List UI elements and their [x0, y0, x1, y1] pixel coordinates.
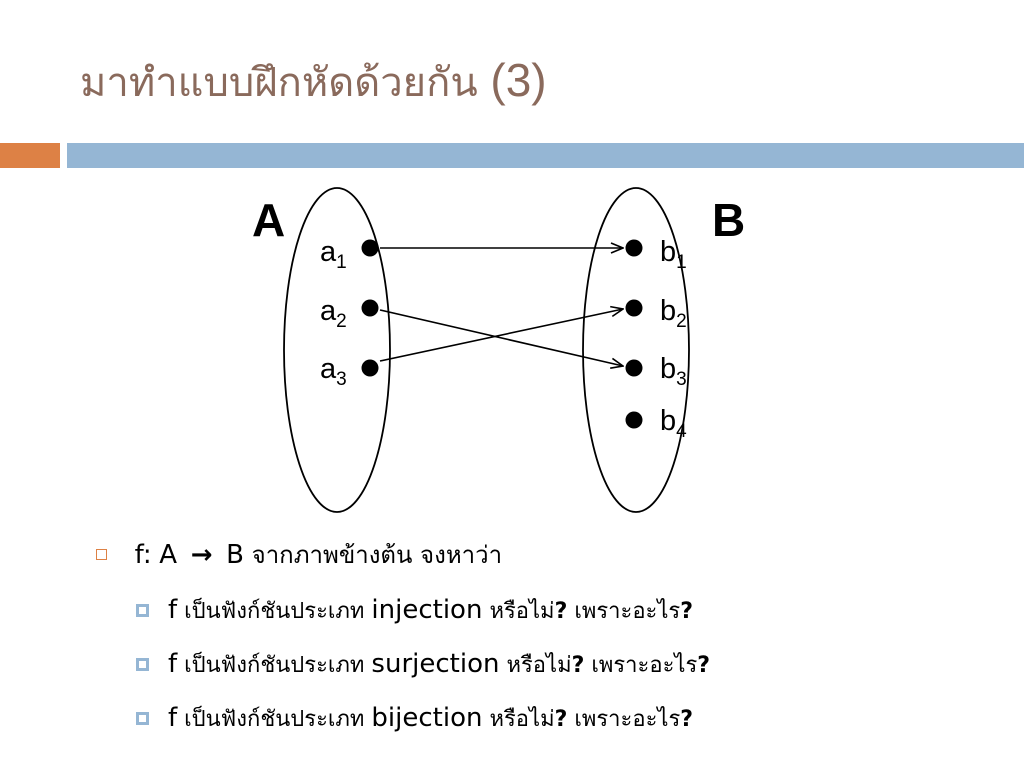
- sub-bullet-prefix: เป็นฟังก์ชันประเภท: [184, 707, 365, 732]
- function-name: f:: [134, 540, 152, 570]
- function-type-term: surjection: [371, 649, 500, 679]
- element-base-b2: b: [660, 295, 676, 327]
- function-codomain: B: [226, 540, 244, 570]
- slide-title: มาทำแบบฝึกหัดด้วยกัน (3): [80, 52, 547, 111]
- function-type-term: bijection: [371, 703, 483, 733]
- sub-bullet-reason: เพราะอะไร: [574, 707, 681, 732]
- sub-bullet-surjection: f เป็นฟังก์ชันประเภท surjection หรือไม่?…: [136, 647, 710, 683]
- sub-bullet-qmark-2: ?: [697, 653, 711, 678]
- set-b-ellipse: [582, 187, 690, 513]
- element-dot-a1: [361, 239, 379, 257]
- element-sub-b1: 1: [676, 252, 687, 273]
- bullet-main-text: จากภาพข้างต้น จงหาว่า: [251, 541, 503, 569]
- slide-title-text: มาทำแบบฝึกหัดด้วยกัน: [80, 60, 478, 106]
- sub-bullet-question: หรือไม่: [489, 599, 555, 624]
- element-dot-b2: [625, 299, 643, 317]
- sub-bullet-prefix: เป็นฟังก์ชันประเภท: [184, 599, 365, 624]
- bullet-marker-filled-square-icon: [136, 658, 149, 671]
- element-dot-a2: [361, 299, 379, 317]
- element-sub-b2: 2: [676, 311, 687, 332]
- element-label-b3: b3: [660, 353, 687, 390]
- sub-bullet-reason: เพราะอะไร: [574, 599, 681, 624]
- element-dot-b4: [625, 411, 643, 429]
- sub-bullet-qmark: ?: [554, 707, 568, 732]
- element-label-a3: a3: [320, 353, 347, 390]
- bullet-marker-square-icon: [96, 549, 107, 560]
- element-dot-b3: [625, 359, 643, 377]
- element-sub-b4: 4: [676, 421, 687, 442]
- element-label-a2: a2: [320, 295, 347, 332]
- element-base-b4: b: [660, 405, 676, 437]
- mapping-arrow-a2-b3: [379, 309, 623, 366]
- sub-bullet-f: f: [168, 595, 178, 625]
- element-sub-a3: 3: [336, 369, 347, 390]
- element-label-b1: b1: [660, 236, 687, 273]
- set-b-label: B: [712, 194, 745, 246]
- bullet-marker-filled-square-icon: [136, 712, 149, 725]
- element-label-a1: a1: [320, 236, 347, 273]
- sub-bullet-injection: f เป็นฟังก์ชันประเภท injection หรือไม่? …: [136, 593, 693, 629]
- element-dot-b1: [625, 239, 643, 257]
- header-bar: [67, 143, 1024, 168]
- sub-bullet-reason: เพราะอะไร: [591, 653, 698, 678]
- element-sub-b3: 3: [676, 369, 687, 390]
- sub-bullet-qmark: ?: [571, 653, 585, 678]
- element-dot-a3: [361, 359, 379, 377]
- element-label-b2: b2: [660, 295, 687, 332]
- element-sub-a2: 2: [336, 311, 347, 332]
- sub-bullet-question: หรือไม่: [489, 707, 555, 732]
- set-a-ellipse: [283, 187, 391, 513]
- accent-bar: [0, 143, 60, 168]
- sub-bullet-qmark-2: ?: [680, 599, 694, 624]
- bullet-marker-filled-square-icon: [136, 604, 149, 617]
- element-sub-a1: 1: [336, 252, 347, 273]
- slide-title-number: (3): [490, 54, 547, 106]
- bullet-main: f: A → B จากภาพข้างต้น จงหาว่า: [96, 537, 502, 573]
- mapping-arrow-a3-b2: [379, 309, 623, 362]
- sub-bullet-bijection: f เป็นฟังก์ชันประเภท bijection หรือไม่? …: [136, 701, 693, 737]
- function-type-term: injection: [371, 595, 483, 625]
- element-label-b4: b4: [660, 405, 687, 442]
- sub-bullet-question: หรือไม่: [506, 653, 572, 678]
- sub-bullet-qmark-2: ?: [680, 707, 694, 732]
- element-base-a1: a: [320, 236, 337, 268]
- sub-bullet-f: f: [168, 649, 178, 679]
- sub-bullet-f: f: [168, 703, 178, 733]
- function-domain: A: [159, 540, 178, 570]
- sub-bullet-prefix: เป็นฟังก์ชันประเภท: [184, 653, 365, 678]
- set-a-label: A: [252, 194, 285, 246]
- element-base-a3: a: [320, 353, 337, 385]
- sub-bullet-qmark: ?: [554, 599, 568, 624]
- arrow-right-icon: →: [190, 540, 213, 570]
- element-base-a2: a: [320, 295, 337, 327]
- element-base-b1: b: [660, 236, 676, 268]
- element-base-b3: b: [660, 353, 676, 385]
